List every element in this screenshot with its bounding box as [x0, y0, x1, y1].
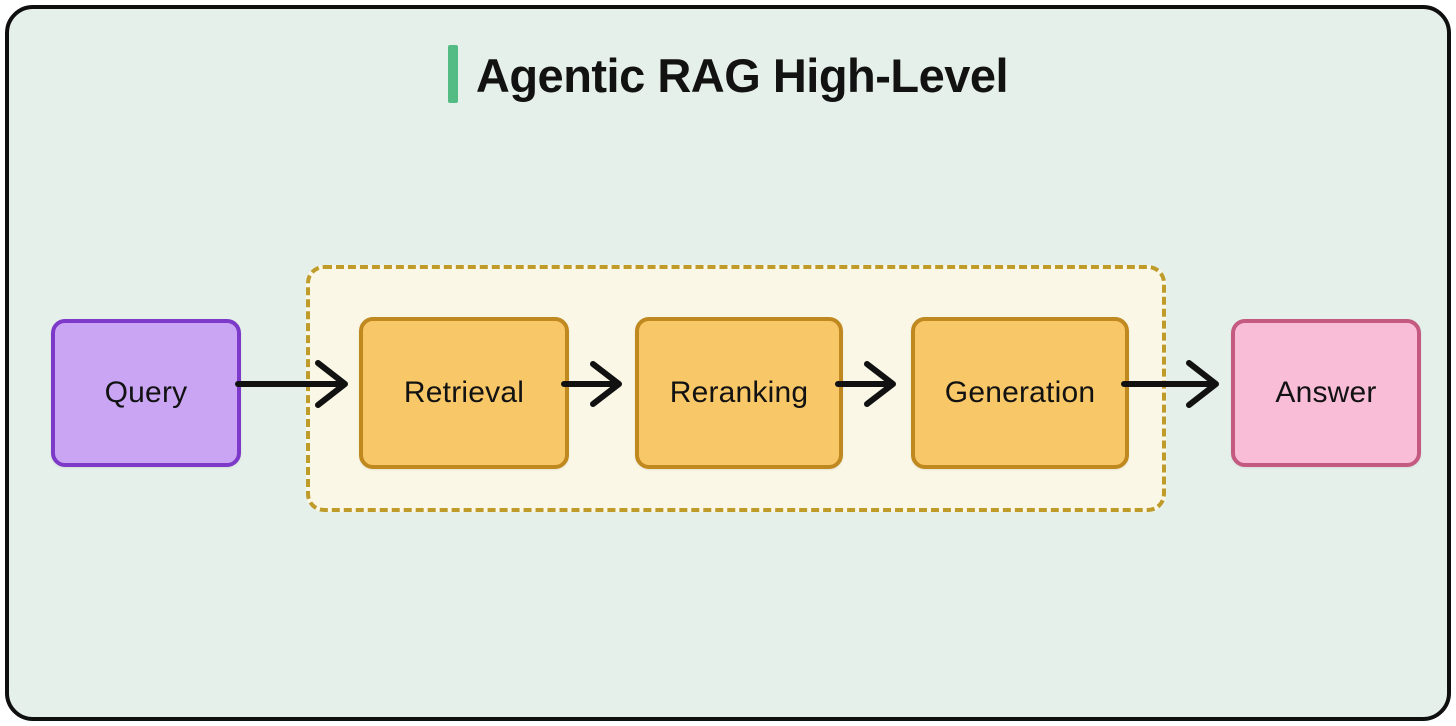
- node-retrieval: Retrieval: [359, 317, 569, 469]
- title-accent-bar: [447, 45, 458, 103]
- node-retrieval-label: Retrieval: [403, 376, 525, 409]
- title-row: Agentic RAG High-Level: [9, 45, 1447, 103]
- node-answer: Answer: [1231, 319, 1421, 467]
- diagram-canvas: Agentic RAG High-Level Query Retrieval R…: [5, 5, 1451, 721]
- page-title: Agentic RAG High-Level: [475, 48, 1009, 102]
- node-reranking: Reranking: [635, 317, 843, 469]
- node-query: Query: [51, 319, 241, 467]
- node-generation: Generation: [911, 317, 1129, 469]
- node-generation-label: Generation: [944, 376, 1096, 409]
- node-reranking-label: Reranking: [669, 376, 809, 409]
- node-answer-label: Answer: [1275, 376, 1377, 409]
- node-query-label: Query: [104, 376, 188, 409]
